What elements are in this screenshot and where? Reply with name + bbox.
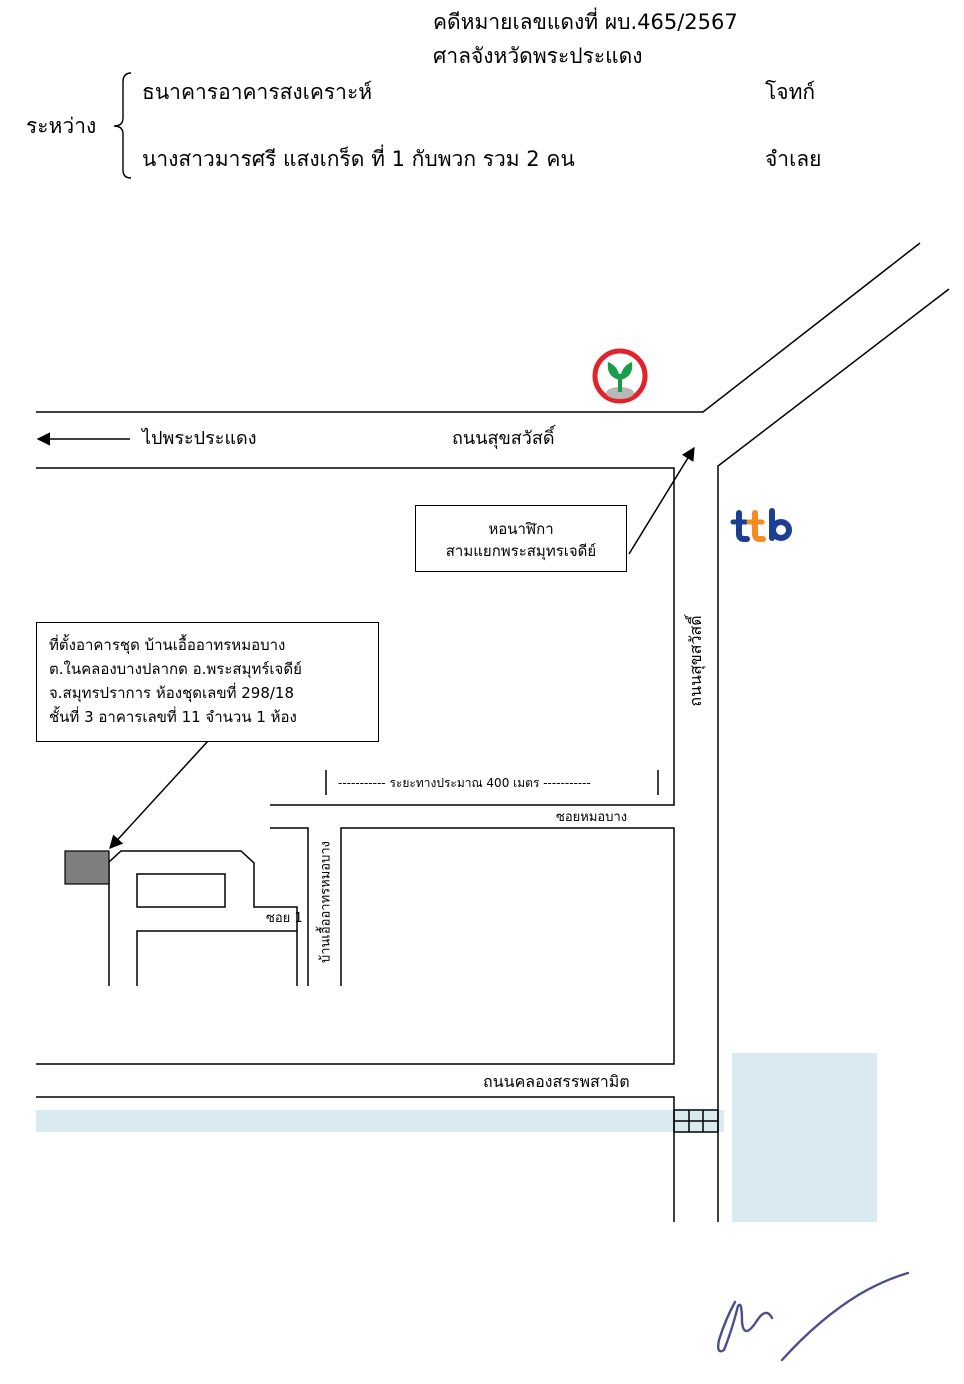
defendant-role: จำเลย: [765, 147, 822, 171]
property-line: ชั้นที่ 3 อาคารเลขที่ 11 จำนวน 1 ห้อง: [49, 708, 297, 726]
compound-block: [136, 873, 226, 908]
compound-inner-road: [136, 930, 297, 986]
ttb-logo-icon: [730, 508, 792, 542]
road-label-sukhsawat-vertical: ถนนสุขสวัสดิ์: [686, 615, 705, 707]
canal-road-label: ถนนคลองสรรพสามิต: [483, 1072, 630, 1091]
plaintiff-role: โจทก์: [765, 80, 816, 104]
soi-mobang-east: [36, 827, 675, 1065]
road-label-sukhsawat: ถนนสุขสวัสดิ์: [452, 428, 555, 449]
compound-outline: [108, 850, 298, 986]
distance-label: ----------- ระยะทางประมาณ 400 เมตร -----…: [338, 776, 591, 790]
clock-tower-arrow: [628, 446, 695, 555]
village-road-label: บ้านเอื้ออาทรหมอบาง: [318, 840, 334, 964]
canal-water: [36, 1110, 724, 1132]
case-number: คดีหมายเลขแดงที่ ผบ.465/2567: [433, 10, 738, 34]
clock-tower-line: สามแยกพระสมุทรเจดีย์: [445, 542, 597, 560]
property-line: จ.สมุทรปราการ ห้องชุดเลขที่ 298/18: [49, 684, 295, 702]
soi-1-label: ซอย 1: [266, 911, 303, 926]
road-sukhsawat-south-edge: [36, 467, 675, 806]
property-building: [64, 850, 110, 885]
kbank-logo-icon: [592, 348, 648, 404]
canal-road-edge: [36, 1096, 675, 1222]
property-arrow: [109, 740, 209, 849]
distance-bars: [325, 770, 659, 795]
plaintiff-name: ธนาคารอาคารสงเคราะห์: [142, 80, 373, 104]
road-sukhsawat-north-edge: [36, 242, 921, 413]
court-name: ศาลจังหวัดพระประแดง: [433, 44, 643, 68]
direction-label: ไปพระประแดง: [142, 428, 257, 449]
property-box: ที่ตั้งอาคารชุด บ้านเอื้ออาทรหมอบาง ต.ใน…: [36, 622, 379, 742]
defendant-name: นางสาวมารศรี แสงเกร็ด ที่ 1 กับพวก รวม 2…: [142, 147, 575, 171]
water-area: [732, 1053, 877, 1222]
signature-icon: [716, 1271, 910, 1362]
soi-mobang-west: [270, 827, 309, 986]
brace-icon: [113, 72, 132, 179]
clock-tower-box: หอนาฬิกา สามแยกพระสมุทรเจดีย์: [415, 505, 627, 572]
between-label: ระหว่าง: [26, 114, 97, 138]
clock-tower-line: หอนาฬิกา: [488, 520, 554, 538]
road-sukhsawat-east-edge: [717, 288, 950, 1222]
property-line: ต.ในคลองบางปลากด อ.พระสมุทร์เจดีย์: [49, 660, 302, 678]
property-line: ที่ตั้งอาคารชุด บ้านเอื้ออาทรหมอบาง: [49, 636, 286, 654]
soi-mobang-label: ซอยหมอบาง: [556, 810, 628, 825]
